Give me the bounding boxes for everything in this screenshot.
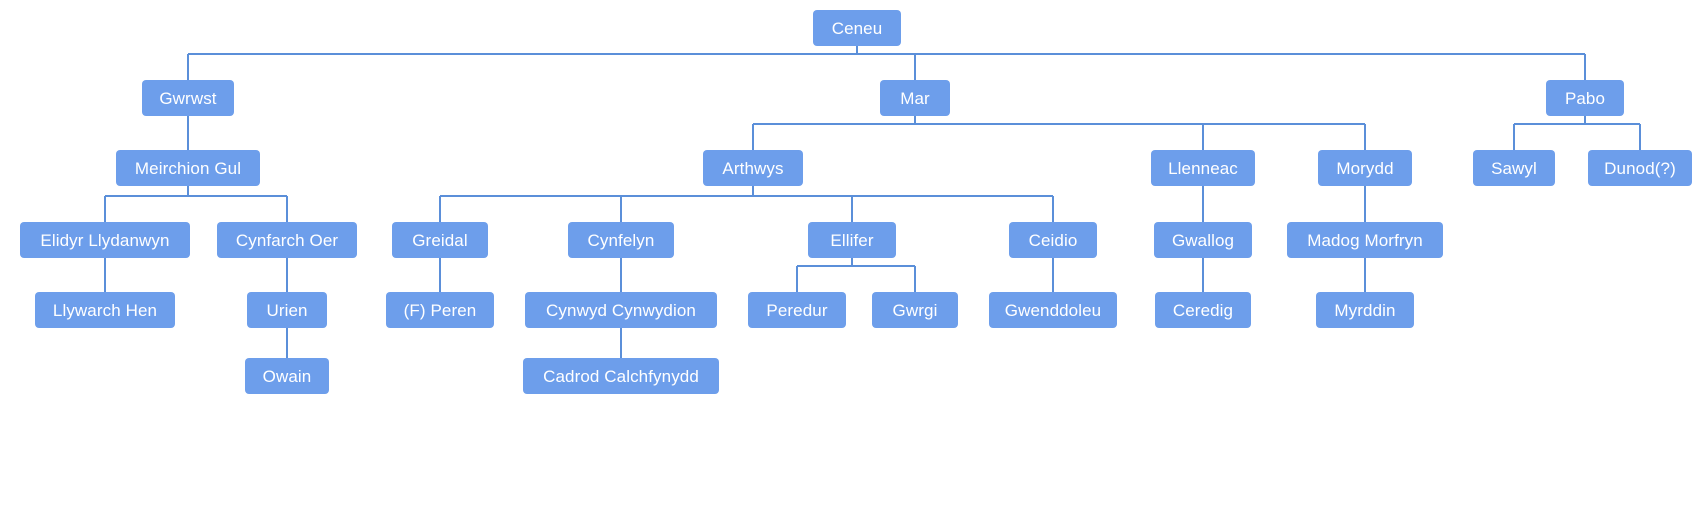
tree-node-dunod[interactable]: Dunod(?) xyxy=(1588,150,1692,186)
tree-node-label: Meirchion Gul xyxy=(134,158,242,178)
tree-node-ceredig[interactable]: Ceredig xyxy=(1155,292,1251,328)
tree-node-label: Elidyr Llydanwyn xyxy=(40,230,170,250)
tree-node-label: Ceidio xyxy=(1028,230,1078,250)
tree-node-owain[interactable]: Owain xyxy=(245,358,329,394)
tree-node-label: Greidal xyxy=(412,230,468,250)
tree-node-label: Gwrwst xyxy=(159,88,217,108)
tree-node-llywarch[interactable]: Llywarch Hen xyxy=(35,292,175,328)
tree-node-label: Dunod(?) xyxy=(1604,158,1676,178)
tree-node-label: Arthwys xyxy=(722,158,784,178)
tree-node-label: Ceneu xyxy=(831,18,883,38)
tree-node-label: Gwrgi xyxy=(892,300,938,320)
tree-node-fperen[interactable]: (F) Peren xyxy=(386,292,494,328)
tree-node-llenneac[interactable]: Llenneac xyxy=(1151,150,1255,186)
tree-node-label: Gwallog xyxy=(1171,230,1235,250)
tree-node-label: Urien xyxy=(266,300,308,320)
tree-node-label: Mar xyxy=(900,88,930,108)
tree-node-label: (F) Peren xyxy=(403,300,477,320)
tree-node-peredur[interactable]: Peredur xyxy=(748,292,846,328)
tree-node-label: Cadrod Calchfynydd xyxy=(543,366,699,386)
tree-node-arthwys[interactable]: Arthwys xyxy=(703,150,803,186)
tree-node-label: Llywarch Hen xyxy=(52,300,158,320)
tree-node-label: Myrddin xyxy=(1334,300,1396,320)
tree-node-label: Owain xyxy=(262,366,312,386)
tree-node-sawyl[interactable]: Sawyl xyxy=(1473,150,1555,186)
tree-node-label: Ceredig xyxy=(1172,300,1234,320)
tree-node-elidyr[interactable]: Elidyr Llydanwyn xyxy=(20,222,190,258)
tree-node-gwallog[interactable]: Gwallog xyxy=(1154,222,1252,258)
tree-node-gwenddoleu[interactable]: Gwenddoleu xyxy=(989,292,1117,328)
tree-node-madog[interactable]: Madog Morfryn xyxy=(1287,222,1443,258)
tree-node-gwrwst[interactable]: Gwrwst xyxy=(142,80,234,116)
tree-node-label: Peredur xyxy=(766,300,828,320)
tree-node-cynwyd[interactable]: Cynwyd Cynwydion xyxy=(525,292,717,328)
tree-node-label: Pabo xyxy=(1564,88,1606,108)
tree-node-label: Morydd xyxy=(1336,158,1394,178)
tree-node-morydd[interactable]: Morydd xyxy=(1318,150,1412,186)
tree-node-label: Madog Morfryn xyxy=(1307,230,1423,250)
tree-node-label: Ellifer xyxy=(830,230,874,250)
tree-node-ceneu[interactable]: Ceneu xyxy=(813,10,901,46)
tree-node-label: Sawyl xyxy=(1491,158,1537,178)
tree-node-cynfelyn[interactable]: Cynfelyn xyxy=(568,222,674,258)
tree-node-greidal[interactable]: Greidal xyxy=(392,222,488,258)
tree-node-cadrod[interactable]: Cadrod Calchfynydd xyxy=(523,358,719,394)
tree-node-label: Llenneac xyxy=(1168,158,1238,178)
tree-node-label: Cynwyd Cynwydion xyxy=(546,300,696,320)
tree-node-ceidio[interactable]: Ceidio xyxy=(1009,222,1097,258)
tree-node-label: Gwenddoleu xyxy=(1004,300,1102,320)
tree-node-gwrgi[interactable]: Gwrgi xyxy=(872,292,958,328)
tree-node-myrddin[interactable]: Myrddin xyxy=(1316,292,1414,328)
tree-node-mar[interactable]: Mar xyxy=(880,80,950,116)
tree-node-pabo[interactable]: Pabo xyxy=(1546,80,1624,116)
tree-node-label: Cynfarch Oer xyxy=(235,230,339,250)
tree-node-ellifer[interactable]: Ellifer xyxy=(808,222,896,258)
tree-node-urien[interactable]: Urien xyxy=(247,292,327,328)
tree-node-label: Cynfelyn xyxy=(587,230,655,250)
tree-node-cynfarch[interactable]: Cynfarch Oer xyxy=(217,222,357,258)
tree-node-meirchion[interactable]: Meirchion Gul xyxy=(116,150,260,186)
